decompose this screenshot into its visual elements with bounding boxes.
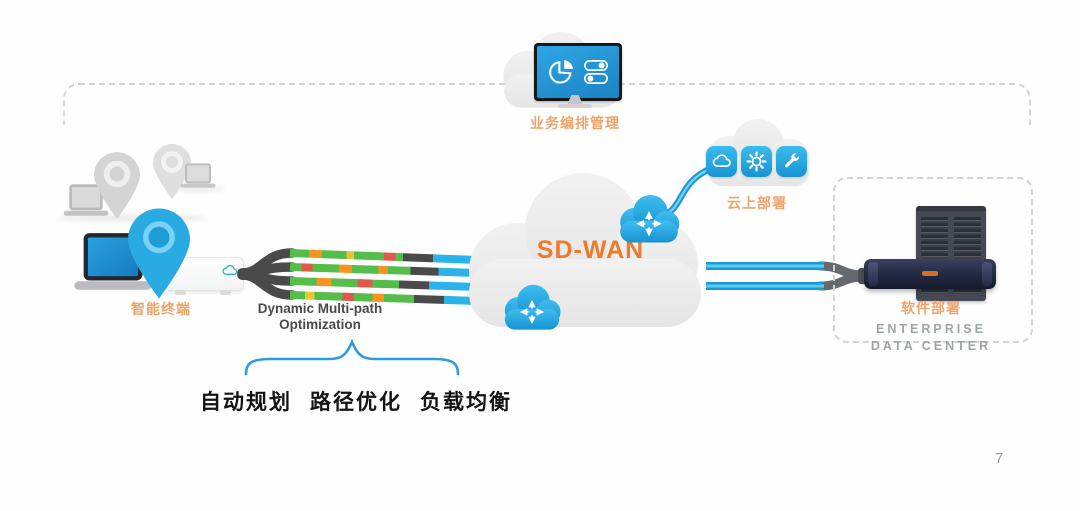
cloud-deploy-label: 云上部署 [727, 195, 787, 211]
software-deploy-label: 软件部署 [901, 300, 961, 316]
enterprise-datacenter-box [833, 177, 1033, 343]
pie-chart-icon [549, 60, 574, 84]
datacenter-label: ENTERPRISE DATA CENTER [839, 321, 1023, 355]
datacenter-label-line1: ENTERPRISE [876, 322, 986, 336]
ground-shadow [58, 214, 206, 222]
feature-label-auto-planning: 自动规划 [200, 391, 292, 414]
edge-device-cloud-logo-icon [222, 265, 238, 275]
laptop-icon [180, 163, 216, 188]
router-cloud-icon [504, 284, 561, 330]
feature-label-load-balancing: 负载均衡 [420, 391, 512, 414]
brace-icon [244, 338, 460, 376]
device-foot [175, 290, 186, 295]
dashboard-monitor-icon [534, 43, 622, 101]
ground-shadow [174, 186, 224, 192]
page-number: 7 [995, 450, 1004, 467]
edge-appliance-icon [864, 259, 996, 289]
wrench-app-button [776, 146, 807, 177]
router-arrows-icon [519, 299, 545, 324]
feature-label-path-optimization: 路径优化 [310, 391, 402, 414]
gear-icon [746, 151, 767, 172]
multipath-cables-icon [237, 248, 479, 305]
wrench-icon [785, 153, 799, 168]
terminals-label: 智能终端 [131, 301, 191, 317]
monitor-stand [567, 95, 583, 105]
location-pin-icon [94, 152, 140, 219]
router-arrows-icon [636, 211, 662, 237]
laptop-icon [63, 184, 109, 216]
cloud-icon [712, 153, 731, 167]
appliance-cap [982, 262, 992, 286]
dmpo-title-line1: Dynamic Multi-path [257, 301, 383, 316]
monitor-base [558, 104, 592, 108]
gear-app-button [741, 146, 772, 177]
dmpo-title: Dynamic Multi-path Optimization [240, 301, 400, 333]
toggles-icon [584, 60, 608, 84]
router-cloud-icon [620, 194, 680, 243]
cloud-app-button [706, 146, 737, 177]
appliance-cap [868, 262, 878, 286]
device-foot [220, 290, 231, 295]
datacenter-label-line2: DATA CENTER [870, 339, 992, 353]
orchestration-label: 业务编排管理 [530, 115, 620, 131]
appliance-logo [922, 271, 938, 276]
blue-location-pin-icon [128, 208, 190, 299]
dmpo-title-line2: Optimization [279, 317, 361, 332]
